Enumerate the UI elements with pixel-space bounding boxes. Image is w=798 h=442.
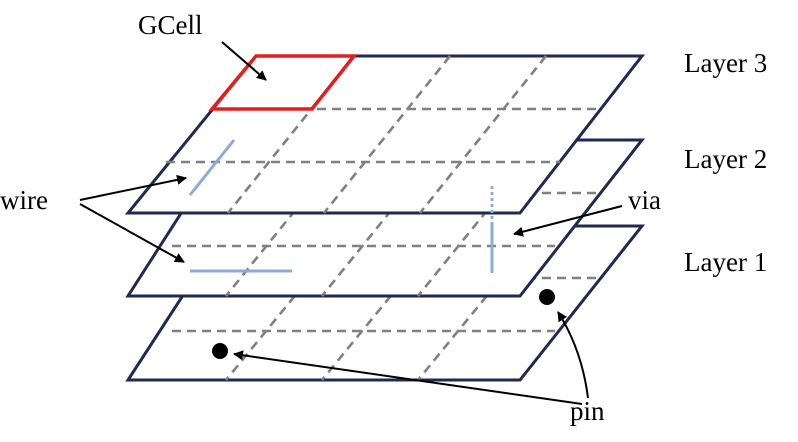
- layer-3-grid-col: [418, 55, 548, 214]
- pin-marker: [212, 343, 228, 359]
- via-label: via: [628, 185, 661, 215]
- layer-1-label: Layer 1: [684, 247, 767, 277]
- pin-arrow-right: [557, 311, 589, 399]
- gcell-label: GCell: [138, 10, 203, 40]
- pin-label: pin: [570, 396, 605, 426]
- layer-3-grid-col: [322, 55, 452, 214]
- wire-label: wire: [0, 185, 48, 215]
- pin-arrow-left: [233, 350, 583, 405]
- via-arrow: [513, 205, 623, 237]
- gcell-highlight: [208, 54, 358, 111]
- layer-3-label: Layer 3: [684, 48, 767, 78]
- wire-segment-diagonal: [188, 139, 236, 196]
- wire-arrow-upper: [79, 174, 187, 201]
- layer-2-label: Layer 2: [684, 144, 767, 174]
- layer-3-plane: [124, 54, 646, 222]
- pin-marker: [539, 289, 555, 305]
- gcell-arrow: [221, 41, 267, 81]
- wire-arrow-lower: [79, 203, 185, 263]
